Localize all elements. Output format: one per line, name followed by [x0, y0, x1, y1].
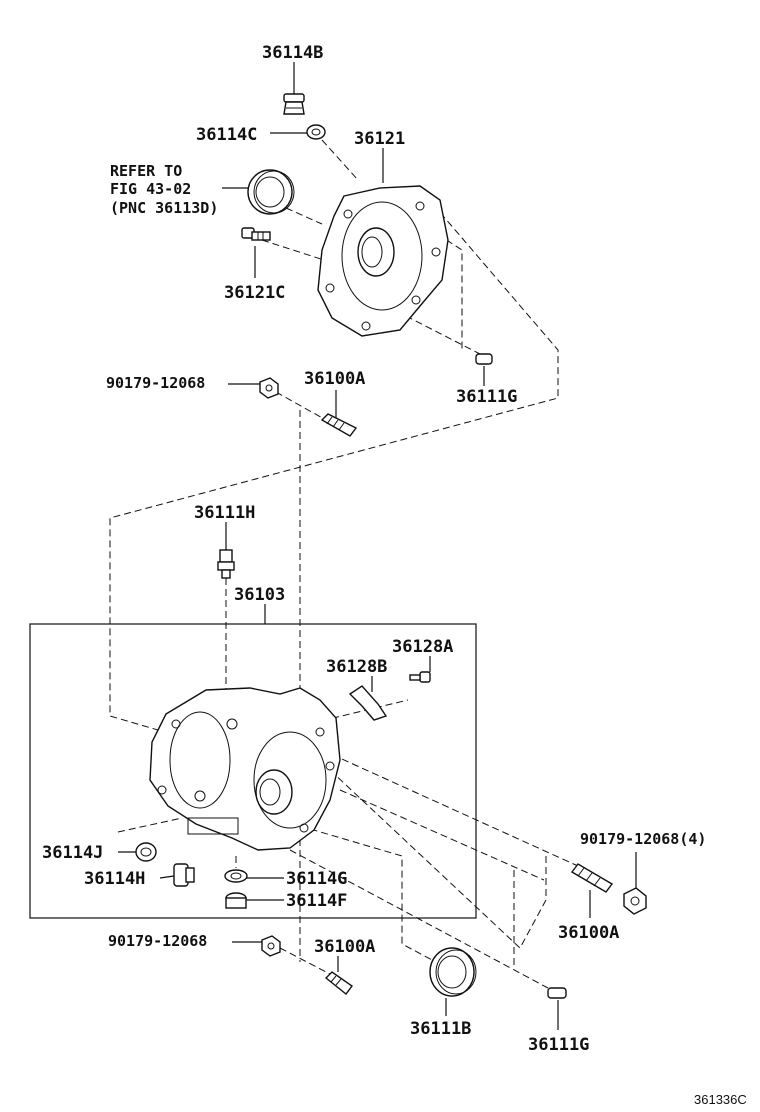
label-refer-to: REFER TO [110, 162, 182, 180]
case-assembly-box [29, 623, 477, 919]
stud-36100A-right [570, 863, 614, 893]
oil-seal-36111B [429, 947, 477, 997]
gasket-36114G [224, 869, 248, 883]
nut-90179-top [259, 377, 279, 399]
label-90179-top: 90179-12068 [106, 374, 205, 392]
label-36121C: 36121C [224, 283, 285, 303]
label-90179-bottom: 90179-12068 [108, 932, 207, 950]
stud-36100A-bottom [324, 971, 353, 995]
gasket-36114C [306, 124, 326, 140]
label-36111B: 36111B [410, 1019, 471, 1039]
label-36103: 36103 [234, 585, 285, 605]
bolt-36121C [241, 227, 271, 241]
label-36100A-bottom: 36100A [314, 937, 375, 957]
transfer-case-36103 [149, 687, 341, 851]
label-fig-ref: FIG 43-02 [110, 180, 191, 198]
label-36111H: 36111H [194, 503, 255, 523]
stud-36100A-top [320, 413, 358, 437]
pin-36111G-top [475, 353, 493, 365]
label-36121: 36121 [354, 129, 405, 149]
drain-plug-36114B [283, 93, 305, 115]
label-36128B: 36128B [326, 657, 387, 677]
label-36114G: 36114G [286, 869, 347, 889]
label-36100A-right: 36100A [558, 923, 619, 943]
gasket-36114J [135, 842, 157, 862]
plug-36114F [225, 892, 247, 909]
label-36111G-bottom: 36111G [528, 1035, 589, 1055]
sensor-36111H [217, 549, 235, 579]
label-36100A-top: 36100A [304, 369, 365, 389]
label-90179-4: 90179-12068(4) [580, 830, 706, 848]
label-pnc-ref: (PNC 36113D) [110, 199, 218, 217]
figure-id: 361336C [694, 1092, 747, 1107]
label-36114J: 36114J [42, 843, 103, 863]
label-36114B: 36114B [262, 43, 323, 63]
leader-lines [118, 62, 637, 1030]
label-36111G-top: 36111G [456, 387, 517, 407]
label-36114C: 36114C [196, 125, 257, 145]
label-36128A: 36128A [392, 637, 453, 657]
label-36114H: 36114H [84, 869, 145, 889]
plug-36114H [173, 863, 195, 887]
bracket-36128B [348, 685, 388, 721]
pin-36111G-bottom [547, 987, 567, 999]
bolt-36128A [409, 671, 431, 683]
nut-90179-bottom [261, 935, 281, 957]
label-36114F: 36114F [286, 891, 347, 911]
oil-seal-refer [247, 169, 295, 215]
nut-90179-4 [623, 887, 647, 915]
extension-cover-36121 [317, 185, 449, 337]
part-labels: 36114B 36114C 36121 REFER TO FIG 43-02 (… [42, 43, 747, 1107]
